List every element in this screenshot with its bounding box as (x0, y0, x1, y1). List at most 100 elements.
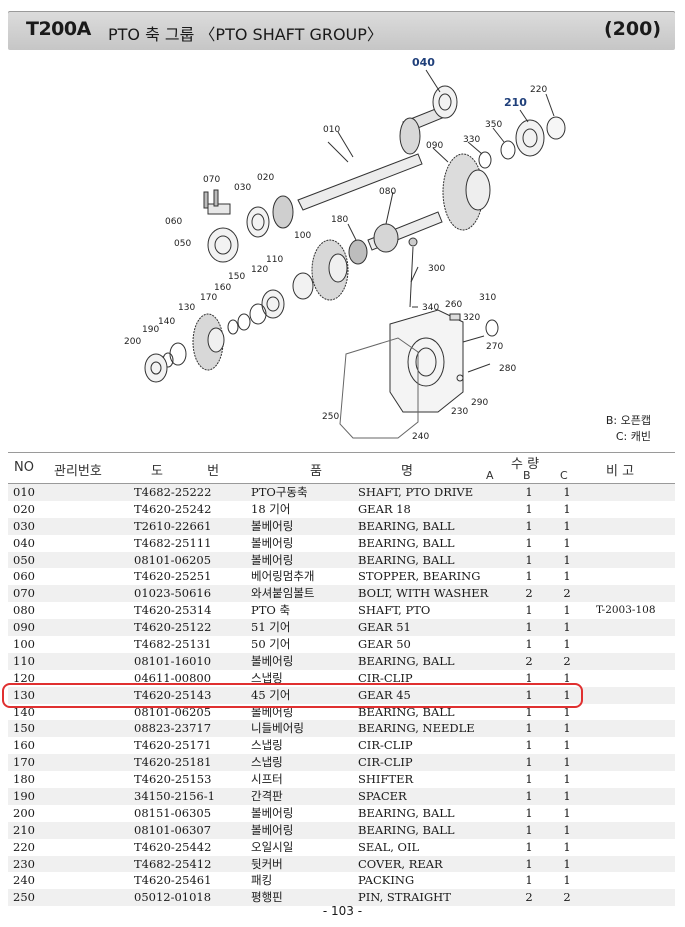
cell-qty-c: 1 (563, 670, 571, 685)
page-number: - 103 - (322, 904, 363, 918)
cell-qty-b: 1 (525, 789, 533, 804)
diagram-svg: 040 210 220 350 330 010 090 070 030 020 … (124, 56, 566, 442)
cell-part-number: 34150-2156-1 (134, 789, 215, 804)
cell-name-en: BEARING, NEEDLE (358, 721, 475, 736)
cell-qty-b: 1 (525, 772, 533, 787)
cell-qty-b: 1 (525, 518, 533, 533)
cell-qty-b: 1 (525, 603, 533, 618)
cell-name-en: SHAFT, PTO DRIVE (358, 485, 474, 499)
cell-qty-b: 1 (525, 822, 533, 837)
cell-name-en: STOPPER, BEARING (358, 569, 481, 584)
callout-label: 290 (471, 398, 488, 408)
cell-name-kr: 볼베어링 (251, 518, 294, 533)
cell-no: 020 (13, 501, 35, 516)
cell-qty-c: 1 (563, 603, 571, 618)
header-quantity: 수 량 (511, 457, 540, 472)
header-name-kr: 품 (310, 464, 322, 479)
callout-label: 010 (323, 125, 340, 135)
callout-label: 330 (463, 135, 480, 145)
cell-part-number: T4620-25314 (134, 603, 212, 618)
cell-name-en: BEARING, BALL (358, 535, 455, 550)
callout-label: 160 (214, 283, 231, 293)
cell-name-en: PACKING (358, 873, 415, 888)
cell-name-kr: 니들베어링 (251, 721, 304, 736)
cell-name-en: GEAR 51 (358, 620, 411, 635)
cell-qty-b: 1 (525, 805, 533, 820)
cell-no: 050 (13, 552, 35, 567)
cell-part-number: T4620-25171 (134, 738, 212, 753)
cell-name-en: SPACER (358, 789, 407, 804)
callout-label: 260 (445, 300, 462, 310)
callout-label: 150 (228, 272, 245, 282)
cell-no: 030 (13, 518, 35, 533)
cell-name-kr: 45 기어 (251, 687, 291, 702)
cell-qty-c: 2 (563, 586, 571, 601)
cell-qty-b: 1 (525, 552, 533, 567)
cell-qty-c: 2 (563, 653, 571, 668)
cell-part-number: T4620-25442 (134, 839, 212, 854)
cell-qty-b: 2 (525, 890, 533, 905)
cell-qty-c: 1 (563, 535, 571, 550)
cell-part-number: T4682-25111 (134, 535, 212, 550)
cell-no: 210 (13, 822, 35, 837)
cell-part-number: 04611-00800 (134, 670, 212, 685)
callout-label: 130 (178, 303, 195, 313)
cell-part-number: 05012-01018 (134, 890, 212, 905)
header-remarks: 비 고 (606, 464, 635, 479)
table-header: NO 관리번호 도 번 품 명 수 량 A B C 비 고 (8, 452, 675, 483)
cell-qty-c: 1 (563, 569, 571, 584)
cell-name-kr: 패킹 (251, 873, 273, 888)
cell-name-kr: 볼베어링 (251, 535, 294, 550)
cell-name-en: COVER, REAR (358, 856, 443, 871)
cell-qty-c: 1 (563, 772, 571, 787)
cell-qty-b: 1 (525, 569, 533, 584)
highlighted-row-marker (2, 683, 583, 708)
cell-part-number: T4682-25412 (134, 856, 212, 871)
callout-label: 240 (412, 432, 429, 442)
cell-qty-b: 1 (525, 535, 533, 550)
cell-part-number: T4620-25242 (134, 501, 212, 516)
cell-qty-c: 1 (563, 789, 571, 804)
callout-label: 320 (463, 313, 480, 323)
cell-qty-c: 1 (563, 485, 571, 499)
cell-no: 100 (13, 637, 35, 652)
cell-name-kr: 시프터 (251, 772, 283, 787)
callout-label: 340 (422, 303, 439, 313)
callout-label: 210 (504, 96, 527, 109)
cell-no: 060 (13, 569, 35, 584)
cell-qty-c: 1 (563, 805, 571, 820)
cell-no: 130 (13, 687, 35, 702)
cell-name-kr: 스냅링 (251, 670, 283, 685)
cell-no: 170 (13, 755, 35, 770)
callout-label: 300 (428, 264, 445, 274)
cell-no: 090 (13, 620, 35, 635)
cell-name-en: BEARING, BALL (358, 822, 455, 837)
callout-label: 220 (530, 85, 547, 95)
group-code: (200) (603, 18, 661, 40)
cell-qty-c: 1 (563, 721, 571, 736)
cell-name-kr: 베어링멈추개 (251, 569, 315, 584)
header-no: NO (14, 460, 34, 475)
callout-label: 250 (322, 412, 339, 422)
cell-qty-c: 1 (563, 856, 571, 871)
cell-name-en: BOLT, WITH WASHER (358, 586, 489, 601)
cell-name-en: GEAR 18 (358, 501, 411, 516)
cell-qty-b: 1 (525, 687, 533, 702)
cell-part-number: T4682-25222 (134, 485, 212, 499)
cell-qty-c: 1 (563, 687, 571, 702)
group-title: PTO 축 그룹 〈PTO SHAFT GROUP〉 (108, 25, 383, 44)
